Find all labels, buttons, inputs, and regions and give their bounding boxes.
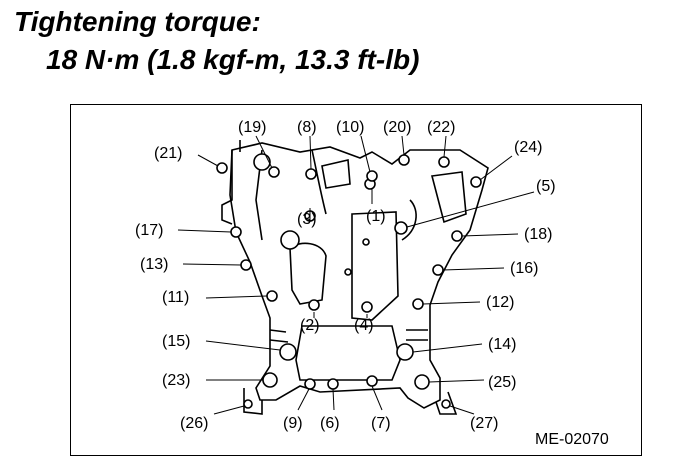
- upper-boss: [253, 153, 271, 171]
- label-20: (20): [383, 119, 411, 136]
- bolt-6: [327, 378, 339, 390]
- label-15: (15): [162, 333, 190, 350]
- bolt-16: [432, 264, 444, 276]
- label-11: (11): [162, 289, 189, 306]
- bolt-11: [266, 290, 278, 302]
- label-16: (16): [510, 260, 538, 277]
- label-14: (14): [488, 336, 516, 353]
- bolt-27: [441, 399, 451, 409]
- center-boss: [344, 268, 352, 276]
- label-6: (6): [320, 415, 340, 432]
- label-19: (19): [238, 119, 266, 136]
- cover-outline: [221, 140, 489, 415]
- center-boss-2: [362, 238, 370, 246]
- bolt-2: [308, 299, 320, 311]
- label-18: (18): [524, 226, 552, 243]
- label-12: (12): [486, 294, 514, 311]
- label-25: (25): [488, 374, 516, 391]
- label-8: (8): [297, 119, 317, 136]
- bolt-17: [230, 226, 242, 238]
- label-26: (26): [180, 415, 208, 432]
- bolt-14: [396, 343, 414, 361]
- diagram-frame: [70, 104, 642, 456]
- bolt-12: [412, 298, 424, 310]
- bolt-markers: [216, 153, 482, 409]
- bolt-25: [414, 374, 430, 390]
- bolt-10: [366, 170, 378, 182]
- label-2: (2): [300, 317, 320, 334]
- bolt-20: [398, 154, 410, 166]
- bolt-9: [304, 378, 316, 390]
- bolt-13: [240, 259, 252, 271]
- label-17: (17): [135, 222, 163, 239]
- torque-title: Tightening torque:: [14, 6, 261, 37]
- label-1: (1): [366, 208, 386, 225]
- bolt-callouts: (1) (2) (3) (4) (5) (6) (7) (8) (9) (10)…: [135, 119, 556, 432]
- label-7: (7): [371, 415, 391, 432]
- label-27: (27): [470, 415, 498, 432]
- leader-lines: [177, 135, 535, 415]
- label-24: (24): [514, 139, 542, 156]
- label-13: (13): [140, 256, 168, 273]
- label-4: (4): [354, 317, 374, 334]
- label-9: (9): [283, 415, 303, 432]
- label-10: (10): [336, 119, 364, 136]
- label-21: (21): [154, 145, 182, 162]
- bolt-19: [268, 166, 280, 178]
- pulley-boss: [280, 230, 300, 250]
- bolt-18: [451, 230, 463, 242]
- bolt-22: [438, 156, 450, 168]
- label-3: (3): [297, 211, 317, 228]
- bolt-15: [279, 343, 297, 361]
- bolt-23: [262, 372, 278, 388]
- bolt-8: [305, 168, 317, 180]
- bolt-21: [216, 162, 228, 174]
- label-22: (22): [427, 119, 455, 136]
- bolt-24: [470, 176, 482, 188]
- figure-code: ME-02070: [535, 431, 609, 448]
- bolt-5: [394, 221, 408, 235]
- label-5: (5): [536, 178, 556, 195]
- torque-spec: 18 N·m (1.8 kgf-m, 13.3 ft-lb): [46, 44, 420, 75]
- bolt-26: [243, 399, 253, 409]
- bolt-7: [366, 375, 378, 387]
- label-23: (23): [162, 372, 190, 389]
- bolt-4: [361, 301, 373, 313]
